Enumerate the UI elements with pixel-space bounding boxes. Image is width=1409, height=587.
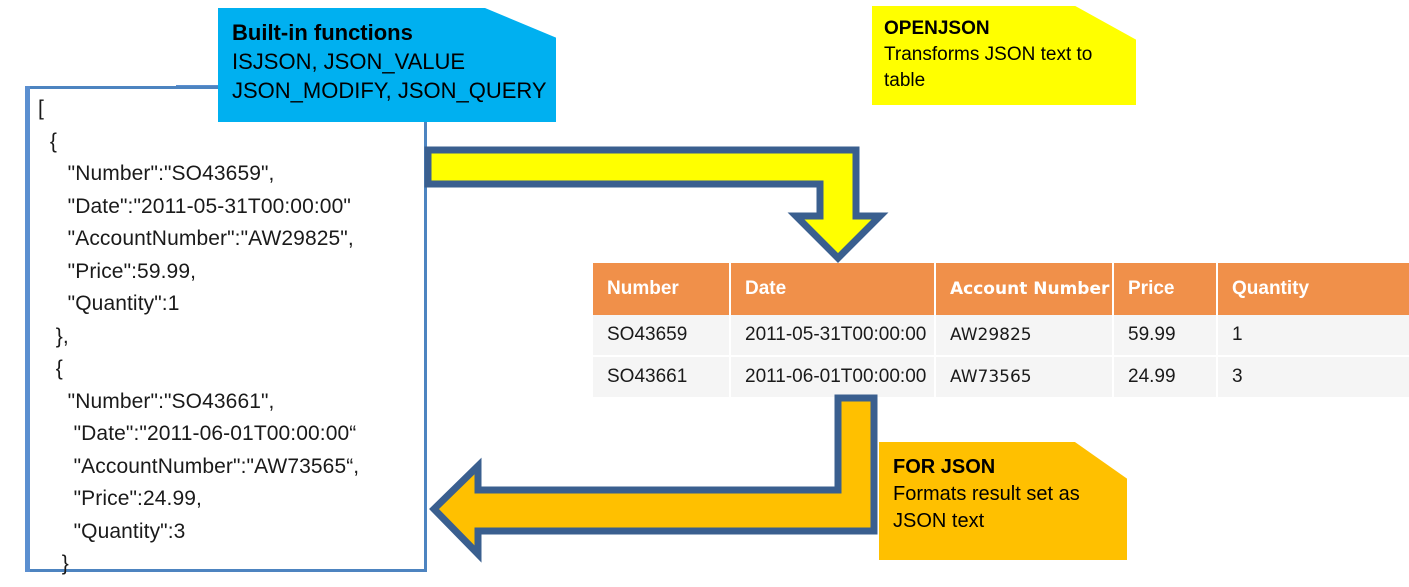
column-header-quantity[interactable]: Quantity xyxy=(1217,263,1409,315)
table-header-row: Number Date Account Number Price Quantit… xyxy=(593,263,1409,315)
cell-number: SO43659 xyxy=(593,315,731,357)
result-table: Number Date Account Number Price Quantit… xyxy=(593,263,1409,399)
column-header-price[interactable]: Price xyxy=(1113,263,1218,315)
column-header-date[interactable]: Date xyxy=(730,263,936,315)
cell-date: 2011-05-31T00:00:00 xyxy=(730,315,936,357)
cell-price: 24.99 xyxy=(1113,356,1218,399)
table-row: SO43659 2011-05-31T00:00:00 AW29825 59.9… xyxy=(593,315,1409,357)
cell-account-number: AW29825 xyxy=(935,315,1114,357)
column-header-account-number[interactable]: Account Number xyxy=(935,263,1114,315)
cell-number: SO43661 xyxy=(593,356,731,399)
callout-built-in-functions-title: Built-in functions xyxy=(232,20,413,45)
column-header-number[interactable]: Number xyxy=(593,263,731,315)
callout-openjson-title: OPENJSON xyxy=(884,18,990,39)
cell-quantity: 3 xyxy=(1217,356,1409,399)
callout-openjson-body: Transforms JSON text to table xyxy=(884,44,1093,91)
cell-date: 2011-06-01T00:00:00 xyxy=(730,356,936,399)
cell-price: 59.99 xyxy=(1113,315,1218,357)
callout-built-in-functions[interactable]: Built-in functions ISJSON, JSON_VALUE JS… xyxy=(218,8,556,122)
cell-quantity: 1 xyxy=(1217,315,1409,357)
json-document-box: [ { "Number":"SO43659", "Date":"2011-05-… xyxy=(25,86,427,587)
callout-openjson[interactable]: OPENJSON Transforms JSON text to table xyxy=(872,6,1136,105)
callout-built-in-functions-body: ISJSON, JSON_VALUE JSON_MODIFY, JSON_QUE… xyxy=(232,49,547,103)
cell-account-number: AW73565 xyxy=(935,356,1114,399)
callout-for-json-body: Formats result set as JSON text xyxy=(893,483,1080,532)
callout-for-json-title: FOR JSON xyxy=(893,456,996,478)
openjson-elbow-arrow-icon xyxy=(424,146,889,263)
json-document-text: [ { "Number":"SO43659", "Date":"2011-05-… xyxy=(38,97,360,587)
table-row: SO43661 2011-06-01T00:00:00 AW73565 24.9… xyxy=(593,356,1409,399)
forjson-elbow-arrow-icon xyxy=(429,394,878,563)
callout-for-json[interactable]: FOR JSON Formats result set as JSON text xyxy=(879,442,1127,560)
